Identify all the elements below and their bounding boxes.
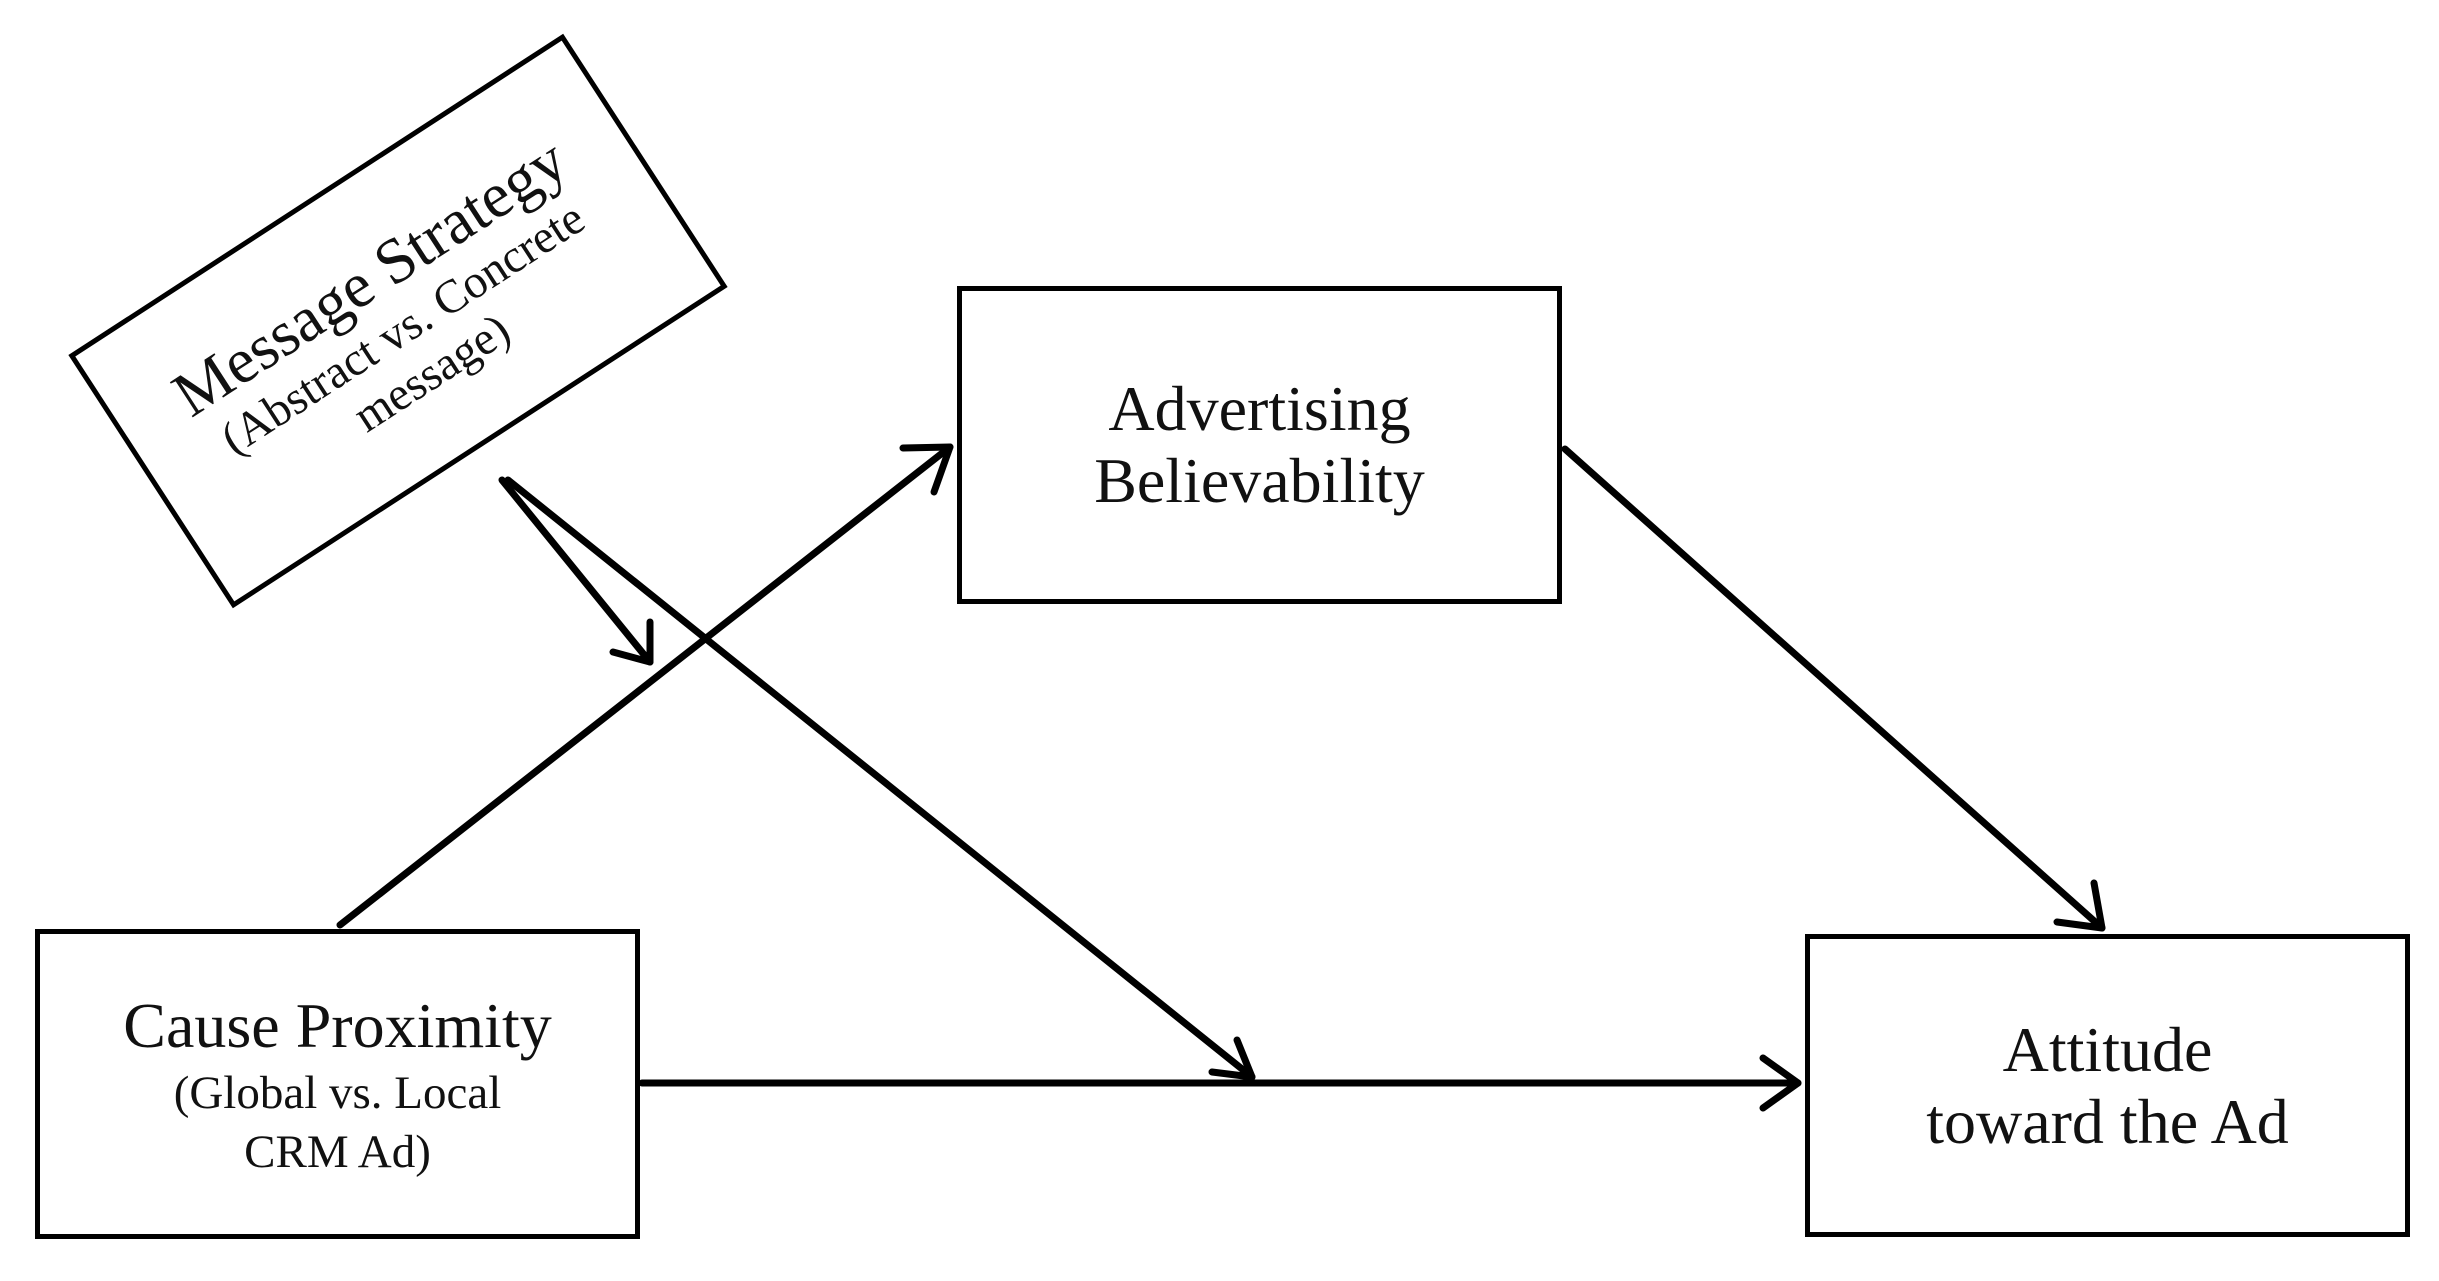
node-cause-proximity-detail-1: (Global vs. Local [173,1067,502,1120]
node-attitude-line-2: toward the Ad [1926,1085,2289,1157]
node-believability-line-1: Advertising [1108,373,1411,445]
node-cause-proximity: Cause Proximity (Global vs. Local CRM Ad… [35,929,640,1239]
arrow-believability-to-attitude [1561,445,2106,932]
node-attitude-line-1: Attitude [2002,1013,2213,1085]
node-believability-line-2: Believability [1094,445,1425,516]
arrow-message-moderation-1 [498,476,654,666]
node-attitude-toward-ad: Attitude toward the Ad [1805,934,2410,1237]
node-advertising-believability: Advertising Believability [957,286,1562,604]
node-cause-proximity-detail-2: CRM Ad) [244,1125,431,1178]
arrowhead-attitude-top [2053,879,2106,932]
arrow-cause-to-believability [336,443,954,929]
arrow-message-moderation-2 [504,476,1256,1081]
arrowhead-attitude-left [1759,1054,1802,1112]
arrowhead-believability [899,443,954,496]
arrowhead-moderation-1 [609,618,654,666]
arrowhead-moderation-2 [1208,1036,1256,1081]
node-cause-proximity-title: Cause Proximity [123,989,552,1061]
